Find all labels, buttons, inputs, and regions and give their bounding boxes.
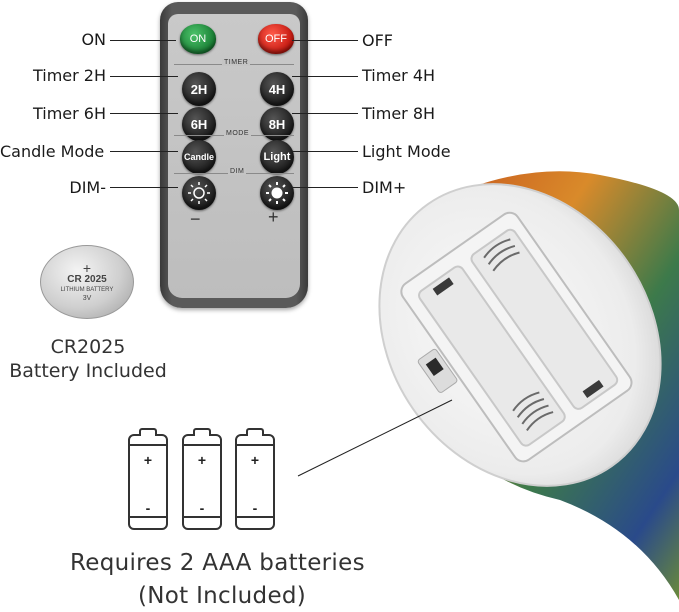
coin-model: CR 2025 [67, 274, 107, 285]
aaa-plus-mark: + [143, 452, 153, 468]
aaa-minus-mark: - [199, 500, 205, 516]
timer-4h-label: 4H [268, 81, 286, 97]
aaa-battery-ring [130, 516, 166, 518]
callout-timer-8h: Timer 8H [362, 104, 436, 123]
timer-4h-button[interactable]: 4H [260, 72, 294, 106]
callout-candle-mode: Candle Mode [0, 142, 105, 161]
leader-off [292, 40, 358, 41]
coin-plus-mark: + [82, 260, 92, 276]
dim-section-label: DIM [228, 168, 247, 175]
dim-minus-button[interactable] [182, 176, 216, 210]
remote-control: ON OFF TIMER 2H 4H 6H 8H MODE Candle Lig… [160, 2, 308, 308]
aaa-battery-2: + - [182, 428, 222, 530]
aaa-battery-ring [184, 516, 220, 518]
callout-timer-4h: Timer 4H [362, 66, 436, 85]
aaa-battery-1: + - [128, 428, 168, 530]
aaa-caption-line1: Requires 2 AAA batteries [70, 550, 365, 576]
on-button-label: ON [189, 33, 207, 45]
coin-voltage: 3V [82, 295, 92, 302]
aaa-battery-ring [237, 516, 273, 518]
coin-caption-line2: Battery Included [9, 360, 167, 382]
leader-candle-mode [110, 151, 178, 152]
aaa-battery-tip [193, 428, 211, 436]
off-button[interactable]: OFF [258, 24, 294, 54]
timer-8h-label: 8H [268, 116, 286, 132]
aaa-plus-mark: + [250, 452, 260, 468]
leader-timer-4h [292, 76, 358, 77]
off-button-label: OFF [265, 33, 287, 45]
dim-plus-symbol: + [268, 207, 279, 227]
timer-2h-button[interactable]: 2H [182, 72, 216, 106]
coin-caption-line1: CR2025 [50, 336, 126, 358]
dim-minus-symbol: − [190, 209, 201, 229]
leader-timer-6h [110, 113, 178, 114]
on-button[interactable]: ON [180, 24, 216, 54]
leader-dim-plus [292, 187, 358, 188]
candle-mode-button[interactable]: Candle [182, 140, 216, 174]
coin-battery: + CR 2025 LITHIUM BATTERY 3V [40, 245, 134, 319]
leader-on [110, 40, 176, 41]
light-mode-label: Light [263, 151, 291, 163]
aaa-plus-mark: + [197, 452, 207, 468]
callout-timer-2h: Timer 2H [32, 66, 106, 85]
aaa-minus-mark: - [145, 500, 151, 516]
dim-plus-button[interactable] [260, 176, 294, 210]
callout-dim-minus: DIM- [69, 178, 106, 197]
callout-dim-plus: DIM+ [362, 178, 407, 197]
timer-2h-label: 2H [190, 81, 208, 97]
callout-off: OFF [362, 31, 393, 50]
leader-light-mode [292, 151, 358, 152]
callout-timer-6h: Timer 6H [32, 104, 106, 123]
timer-section-label: TIMER [222, 59, 251, 66]
aaa-battery-tip [246, 428, 264, 436]
mode-section-label: MODE [224, 130, 251, 137]
leader-timer-8h [292, 113, 358, 114]
callout-light-mode: Light Mode [362, 142, 451, 161]
aaa-battery-3: + - [235, 428, 275, 530]
leader-dim-minus [110, 187, 178, 188]
aaa-caption-line2: (Not Included) [138, 583, 307, 609]
aaa-battery-ring [130, 444, 166, 446]
sun-filled-icon [266, 182, 288, 204]
aaa-minus-mark: - [252, 500, 258, 516]
timer-6h-label: 6H [190, 116, 208, 132]
candle-mode-label: Candle [183, 152, 214, 162]
sun-outline-icon [188, 182, 210, 204]
coin-type: LITHIUM BATTERY [60, 287, 114, 293]
aaa-battery-tip [139, 428, 157, 436]
callout-on: ON [81, 30, 106, 49]
leader-timer-2h [110, 76, 178, 77]
light-mode-button[interactable]: Light [260, 140, 294, 174]
remote-face: ON OFF TIMER 2H 4H 6H 8H MODE Candle Lig… [168, 14, 300, 298]
aaa-battery-ring [237, 444, 273, 446]
aaa-battery-ring [184, 444, 220, 446]
